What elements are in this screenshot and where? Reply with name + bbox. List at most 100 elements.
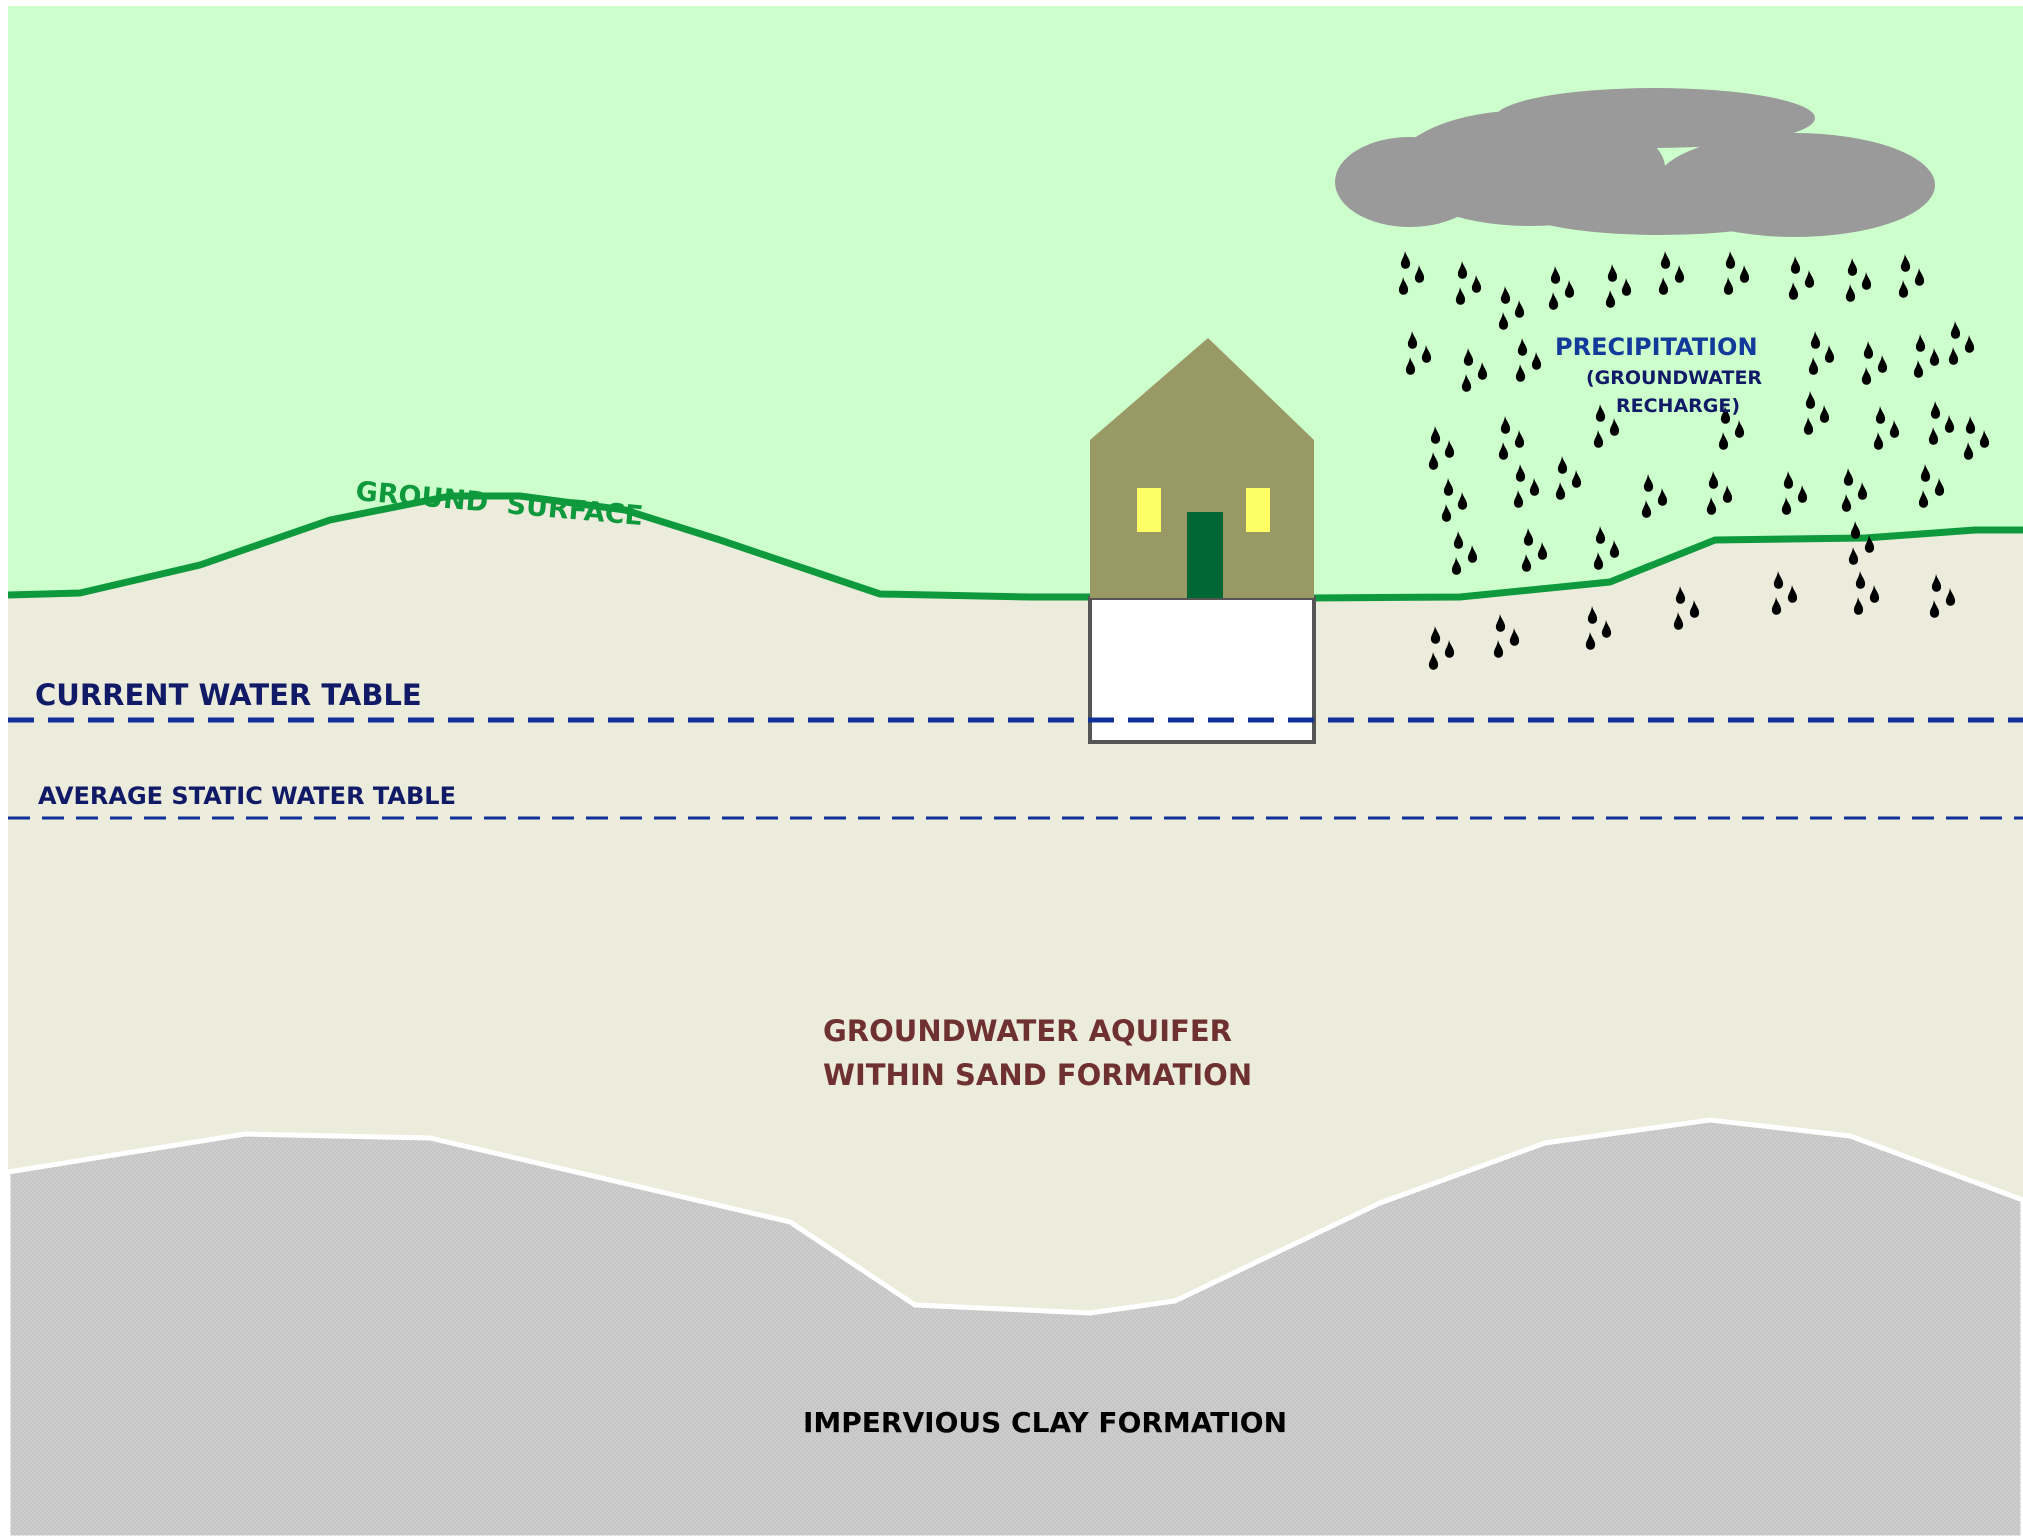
raindrop-icon xyxy=(1863,341,1874,359)
raindrop-icon xyxy=(1457,261,1468,279)
raindrop-icon xyxy=(1675,586,1686,604)
raindrop-icon xyxy=(1929,600,1940,618)
raindrop-icon xyxy=(1979,430,1990,448)
cloud-icon xyxy=(1335,88,1935,237)
raindrop-icon xyxy=(1521,554,1532,572)
raindrop-icon xyxy=(1593,430,1604,448)
raindrop-icon xyxy=(1457,492,1468,510)
raindrop-icon xyxy=(1929,348,1940,366)
raindrop-icon xyxy=(1914,268,1925,286)
house-window-right xyxy=(1246,488,1270,532)
raindrop-icon xyxy=(1706,497,1717,515)
raindrop-icon xyxy=(1571,470,1582,488)
raindrop-icon xyxy=(1718,432,1729,450)
raindrop-icon xyxy=(1861,272,1872,290)
raindrop-icon xyxy=(1477,362,1488,380)
raindrop-icon xyxy=(1414,265,1425,283)
raindrop-icon xyxy=(1781,497,1792,515)
raindrop-icon xyxy=(1787,585,1798,603)
raindrop-icon xyxy=(1657,488,1668,506)
raindrop-icon xyxy=(1725,251,1736,269)
raindrop-icon xyxy=(1461,374,1472,392)
raindrop-icon xyxy=(1514,300,1525,318)
raindrop-icon xyxy=(1660,251,1671,269)
raindrop-icon xyxy=(1674,265,1685,283)
precipitation-label: PRECIPITATION xyxy=(1555,333,1758,361)
raindrop-icon xyxy=(1673,612,1684,630)
raindrop-icon xyxy=(1509,628,1520,646)
raindrop-icon xyxy=(1493,640,1504,658)
raindrop-icon xyxy=(1841,494,1852,512)
raindrop-icon xyxy=(1931,574,1942,592)
raindrop-icon xyxy=(1451,557,1462,575)
raindrop-icon xyxy=(1443,478,1454,496)
raindrop-icon xyxy=(1915,334,1926,352)
raindrop-icon xyxy=(1843,468,1854,486)
raindrop-icon xyxy=(1918,490,1929,508)
raindrop-icon xyxy=(1430,426,1441,444)
raindrop-icon xyxy=(1495,614,1506,632)
raindrop-icon xyxy=(1861,367,1872,385)
raindrop-icon xyxy=(1595,404,1606,422)
raindrop-icon xyxy=(1797,485,1808,503)
raindrop-icon xyxy=(1444,440,1455,458)
raindrop-icon xyxy=(1930,401,1941,419)
raindrop-icon xyxy=(1913,360,1924,378)
house-body xyxy=(1090,338,1314,598)
raindrop-icon xyxy=(1550,266,1561,284)
raindrop-icon xyxy=(1407,331,1418,349)
raindrop-icon xyxy=(1689,600,1700,618)
raindrop-icon xyxy=(1523,528,1534,546)
raindrop-icon xyxy=(1621,278,1632,296)
raindrop-icon xyxy=(1900,254,1911,272)
raindrop-icon xyxy=(1850,521,1861,539)
raindrop-icon xyxy=(1555,482,1566,500)
precipitation-note-line1: (GROUNDWATER xyxy=(1586,367,1762,389)
raindrop-icon xyxy=(1963,442,1974,460)
raindrop-icon xyxy=(1537,542,1548,560)
raindrop-icon xyxy=(1877,355,1888,373)
raindrop-icon xyxy=(1609,540,1620,558)
raindrop-icon xyxy=(1587,606,1598,624)
raindrop-icon xyxy=(1723,277,1734,295)
raindrop-icon xyxy=(1819,405,1830,423)
raindrop-icon xyxy=(1498,312,1509,330)
raindrop-icon xyxy=(1498,442,1509,460)
raindrop-icon xyxy=(1873,432,1884,450)
average-static-water-table-label: AVERAGE STATIC WATER TABLE xyxy=(38,782,456,810)
raindrop-icon xyxy=(1934,478,1945,496)
raindrop-icon xyxy=(1864,535,1875,553)
raindrop-icon xyxy=(1430,626,1441,644)
raindrop-icon xyxy=(1607,264,1618,282)
raindrop-icon xyxy=(1593,552,1604,570)
precipitation-note-line2: RECHARGE) xyxy=(1616,395,1740,417)
raindrop-icon xyxy=(1824,345,1835,363)
raindrop-icon xyxy=(1889,420,1900,438)
clay-formation xyxy=(5,1117,2023,1538)
raindrop-icon xyxy=(1855,571,1866,589)
raindrop-icon xyxy=(1517,338,1528,356)
raindrop-icon xyxy=(1609,418,1620,436)
raindrop-icon xyxy=(1804,270,1815,288)
raindrop-icon xyxy=(1515,364,1526,382)
raindrop-icon xyxy=(1428,652,1439,670)
raindrop-icon xyxy=(1965,416,1976,434)
raindrop-icon xyxy=(1463,348,1474,366)
raindrop-icon xyxy=(1773,571,1784,589)
raindrop-icon xyxy=(1453,531,1464,549)
raindrop-icon xyxy=(1405,357,1416,375)
raindrop-icon xyxy=(1500,286,1511,304)
raindrop-icon xyxy=(1643,474,1654,492)
aquifer-label-line2: WITHIN SAND FORMATION xyxy=(823,1058,1252,1092)
raindrop-icon xyxy=(1605,290,1616,308)
raindrop-icon xyxy=(1557,456,1568,474)
raindrop-icon xyxy=(1771,597,1782,615)
raindrop-icon xyxy=(1658,277,1669,295)
raindrop-icon xyxy=(1529,478,1540,496)
raindrop-icon xyxy=(1455,287,1466,305)
house-window-left xyxy=(1137,488,1161,532)
raindrop-icon xyxy=(1810,331,1821,349)
raindrop-icon xyxy=(1531,352,1542,370)
raindrop-icon xyxy=(1869,585,1880,603)
